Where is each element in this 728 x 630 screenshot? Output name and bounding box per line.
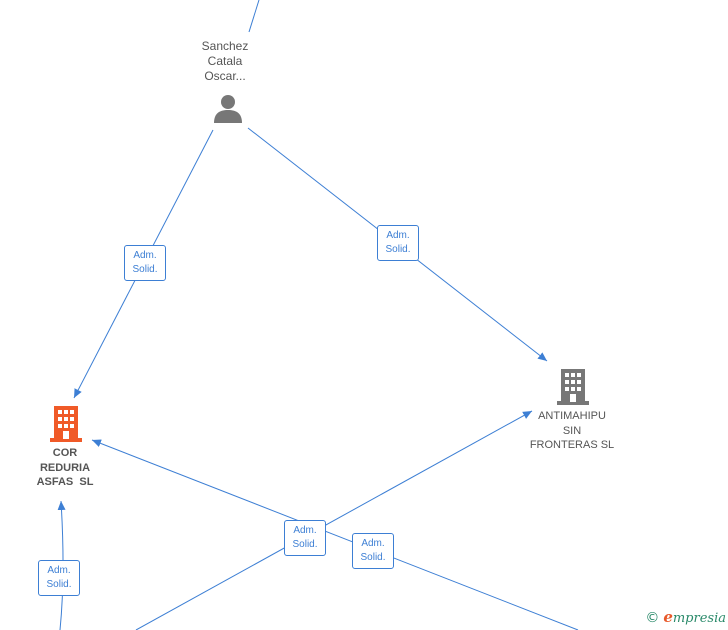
edge-label-person-antimahipu[interactable]: Adm. Solid. [377, 225, 419, 261]
edge-label-bottom-right-cor[interactable]: Adm. Solid. [352, 533, 394, 569]
edge-label-role: Adm. [293, 525, 317, 536]
cor-name-line-3: ASFAS SL [36, 476, 94, 488]
edge-label-role: Adm. [361, 538, 385, 549]
edge-label-type: Solid. [360, 552, 386, 563]
edge-label-role: Adm. [386, 230, 410, 241]
person-name-line-3: Oscar... [204, 69, 246, 83]
person-node-label[interactable]: Sanchez Catala Oscar... [188, 39, 262, 84]
edge-label-person-cor[interactable]: Adm. Solid. [124, 245, 166, 281]
antimahipu-name-line-2: SIN [562, 424, 582, 437]
edge-label-bottom-cor[interactable]: Adm. Solid. [38, 560, 80, 596]
person-name-line-2: Catala [207, 54, 243, 68]
antimahipu-name-line-1: ANTIMAHIPU [538, 410, 606, 422]
edge-label-role: Adm. [47, 565, 71, 576]
edge-label-type: Solid. [132, 264, 158, 275]
edge-label-type: Solid. [292, 539, 318, 550]
brand-logo-initial: e [663, 608, 673, 626]
edge-label-role: Adm. [133, 250, 157, 261]
antimahipu-name-line-3: FRONTERAS SL [529, 439, 615, 451]
edge-bottom-right-to-cor [91, 439, 579, 630]
person-icon[interactable] [213, 93, 243, 123]
building-icon[interactable] [50, 406, 82, 442]
person-name-line-1: Sanchez [201, 39, 249, 53]
brand-watermark: ©empresia [645, 608, 726, 626]
copyright-symbol: © [645, 610, 660, 626]
edge-label-type: Solid. [46, 579, 72, 590]
edge-label-type: Solid. [385, 244, 411, 255]
antimahipu-node-label[interactable]: ANTIMAHIPU SIN FRONTERAS SL [521, 409, 623, 453]
edge-bottom-to-antimahipu [135, 410, 533, 630]
edge-top-to-person [248, 0, 260, 33]
cor-node-label[interactable]: COR REDURIA ASFAS SL [20, 446, 110, 490]
cor-name-line-1: COR [52, 447, 78, 459]
brand-logo-text: mpresia [672, 611, 726, 626]
cor-name-line-2: REDURIA [39, 461, 91, 474]
building-icon[interactable] [557, 369, 589, 405]
edge-label-bottom-antimahipu[interactable]: Adm. Solid. [284, 520, 326, 556]
